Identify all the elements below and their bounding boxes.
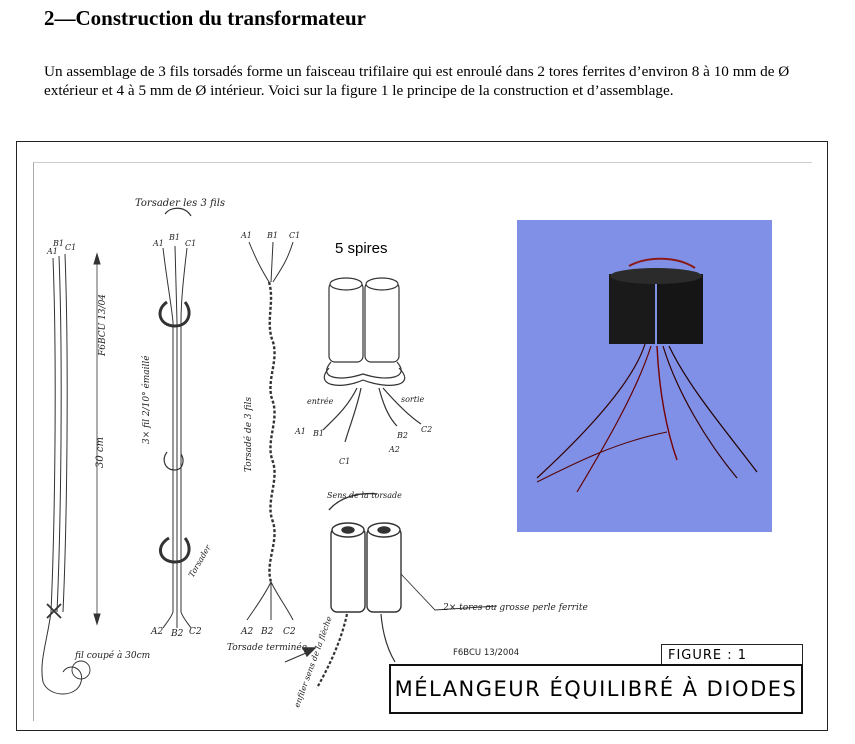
twist-direction-note: Sens de la torsade xyxy=(327,491,402,500)
wire2-c2-label: C2 xyxy=(189,627,202,637)
wire2-b1-label: B1 xyxy=(168,233,180,242)
figure-sheet xyxy=(33,162,812,721)
coil-b2-label: B2 xyxy=(396,431,408,440)
twist-note-bottom: Torsader xyxy=(187,542,213,579)
output-note: sortie xyxy=(401,395,425,404)
twist-finished-note: Torsade terminée xyxy=(227,642,307,653)
wire1-a1-label: A1 xyxy=(46,247,58,256)
turns-label: 5 spires xyxy=(335,240,388,257)
figure-caption: MÉLANGEUR ÉQUILIBRÉ À DIODES xyxy=(389,664,803,714)
wire-column-3 xyxy=(246,241,294,621)
coil-c1-label: C1 xyxy=(339,457,350,466)
transformer-photo xyxy=(517,220,772,532)
construction-drawing: A1 B1 C1 F6BCU 13/04 30 cm fil coupé à 3… xyxy=(41,198,772,709)
figure-frame: A1 B1 C1 F6BCU 13/04 30 cm fil coupé à 3… xyxy=(16,141,828,731)
wire3-a2-label: A2 xyxy=(240,627,253,637)
wire3-c1-label: C1 xyxy=(289,231,300,240)
length-label: 30 cm xyxy=(95,437,106,468)
wire-column-1 xyxy=(41,252,101,695)
twist-instruction: Torsader les 3 fils xyxy=(135,198,225,209)
wire3-b2-label: B2 xyxy=(260,627,274,637)
coil-b1-label: B1 xyxy=(312,429,324,438)
wire3-a1-label: A1 xyxy=(240,231,252,240)
wire2-a1-label: A1 xyxy=(152,239,164,248)
cut-wire-note: fil coupé à 30cm xyxy=(74,650,150,661)
wire3-c2-label: C2 xyxy=(283,627,296,637)
figure-number: FIGURE : 1 xyxy=(661,644,803,666)
enamel-wire-note: 3× fil 2/10° émaillé xyxy=(141,355,152,444)
ferrite-pair-bottom xyxy=(284,492,498,689)
intro-paragraph: Un assemblage de 3 fils torsadés forme u… xyxy=(44,63,790,99)
wire3-b1-label: B1 xyxy=(266,231,278,240)
author-signature: F6BCU 13/2004 xyxy=(453,648,520,658)
coil-a1-label: A1 xyxy=(294,427,306,436)
wire2-b2-label: B2 xyxy=(170,629,184,639)
ferrite-note: 2× tores ou grosse perle ferrite xyxy=(442,603,588,613)
twisted-3-wires-note: Torsadé de 3 fils xyxy=(243,397,254,472)
thread-direction-note: enfiler sens de la flèche xyxy=(292,615,333,709)
wire2-c1-label: C1 xyxy=(185,239,196,248)
coil-c2-label: C2 xyxy=(421,425,432,434)
ferrite-pair-wound xyxy=(322,277,422,443)
section-title: 2—Construction du transformateur xyxy=(44,6,366,30)
wire1-c1-label: C1 xyxy=(65,243,76,252)
wire2-a2-label: A2 xyxy=(150,627,163,637)
coil-a2-label: A2 xyxy=(388,445,400,454)
wire1-b1-label: B1 xyxy=(52,239,64,248)
input-note: entrée xyxy=(307,397,334,406)
wire-column-2 xyxy=(158,207,192,629)
author-vertical: F6BCU 13/04 xyxy=(98,294,108,357)
